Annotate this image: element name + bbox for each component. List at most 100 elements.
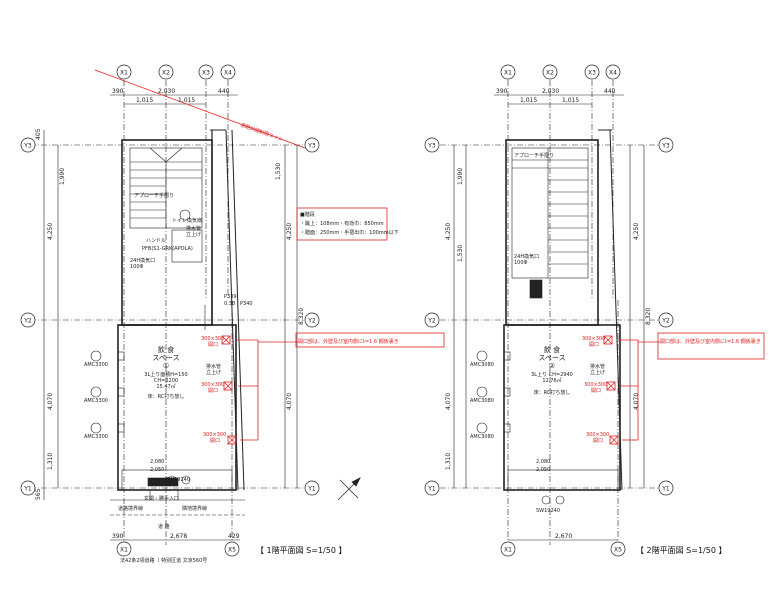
grid-x4-top: X4	[224, 70, 232, 77]
stair-note-1: ・蹴上：108mm・有効巾：850mm	[300, 220, 384, 227]
stair-note-title: ■階段	[300, 211, 315, 218]
room-2-number: ②	[549, 362, 555, 370]
grid-x1-top: X1	[120, 70, 128, 77]
p2-label-vent-size: 100Φ	[514, 260, 528, 266]
p2-dim-top-390: 390	[496, 88, 508, 95]
dim-2050: 2,050	[150, 467, 164, 473]
p2-dim-left-4250: 4,250	[445, 223, 452, 240]
dim-sub-1: 1,015	[136, 97, 153, 104]
plan-2-title: 【 2階平面図 S=1/50 】	[636, 545, 726, 555]
label-vent-size: 100Φ	[130, 264, 144, 270]
p2-dim-right-8320: 8,320	[645, 308, 652, 325]
p2-unit-2: AMC3080	[470, 398, 494, 404]
label-sw: SW19240	[166, 477, 190, 483]
p2-label-sw: SW19240	[536, 508, 560, 514]
p2-dim-2080: 2,080	[536, 459, 550, 465]
p2-unit-1: AMC3080	[470, 362, 494, 368]
grid-x3-top: X3	[202, 70, 210, 77]
room-1-spec-3: 15.47㎡	[156, 383, 175, 390]
label-road: 道 路	[158, 523, 170, 530]
plan-1-title: 【 1階平面図 S=1/50 】	[256, 545, 346, 555]
unit-2: AMC3300	[84, 398, 108, 404]
p2-label-vent: 24H換気口	[514, 253, 539, 260]
dim-right-4250: 4,250	[286, 223, 293, 240]
north-arrow-icon	[337, 477, 361, 501]
dim-top-2030: 2,030	[158, 88, 175, 95]
p2-label-rise: 立上げ	[590, 369, 605, 376]
dim-left-4250: 4,250	[47, 223, 54, 240]
p2-dim-top-2030: 2,030	[542, 88, 559, 95]
grid2-y1-right: Y1	[661, 486, 670, 493]
dim-top-390: 390	[112, 88, 124, 95]
grid-bubbles-plan-1	[20, 64, 320, 557]
label-road-boundary: 道路境界線	[118, 505, 143, 512]
p2-dim-left-4070: 4,070	[445, 393, 452, 410]
dim-sub-2: 1,015	[178, 97, 195, 104]
p2-dim-right-4250: 4,250	[633, 223, 640, 240]
grid-y1-left: Y1	[23, 486, 32, 493]
room-1-spec-2: CH=2200	[154, 378, 178, 384]
label-toilet-fan: トイレ換気扇	[172, 217, 202, 224]
plan-2	[440, 80, 765, 545]
label-pfb: PFB(S1-GRK(APOLA)	[142, 246, 193, 252]
p2-dim-left-1310: 1,310	[445, 453, 452, 470]
p2-unit-3: AMC3080	[470, 434, 494, 440]
grid2-x1-bottom: X1	[504, 547, 512, 554]
opening-3-label: 開口	[210, 438, 220, 444]
label-rise-2: 立上げ	[206, 369, 221, 376]
room-1-number: ①	[163, 362, 169, 370]
label-vent: 24H換気口	[130, 257, 155, 264]
grid2-x3-top: X3	[588, 70, 596, 77]
label-handrail: アプローチ手摺り	[134, 192, 174, 199]
p2-dim-sub-2: 1,015	[562, 97, 579, 104]
p2-dim-right-4070: 4,070	[633, 393, 640, 410]
p2-opening-note: 開口部は、外壁及び室内側にt=1.6 鋼板裏き	[660, 338, 761, 345]
grid-y1-right: Y1	[307, 486, 316, 493]
room-2-spec-2: 12.76㎡	[542, 377, 561, 384]
p2-opening-1-size: 300×300	[582, 336, 605, 342]
grid-y3-right: Y3	[307, 143, 316, 150]
plan-1	[30, 69, 445, 545]
label-lot-boundary: 隣地境界線	[182, 505, 207, 512]
opening-note-1: 開口部は、外壁及び室内側にt=1.6 鋼板裏き	[298, 338, 399, 345]
room-2-floor: 床：RC打ち放し	[534, 389, 571, 396]
dim-right-8320: 8,320	[298, 308, 305, 325]
opening-2-size: 300×300	[201, 382, 224, 388]
dim-left-4070: 4,070	[47, 393, 54, 410]
p2-dim-left-1990: 1,990	[457, 168, 464, 185]
label-entrance: 玄関・勝手入口	[144, 495, 179, 502]
grid2-y3-right: Y3	[661, 143, 670, 150]
p2-label-drain: 排水管	[590, 363, 605, 370]
dim-left-1990: 1,990	[59, 168, 66, 185]
dim-bottom-2678: 2,678	[170, 533, 187, 540]
label-p339: P339	[224, 294, 237, 300]
room-1-name-line1: 飲 食	[158, 345, 174, 354]
room-2-name-line2: スペース	[538, 354, 565, 362]
p2-label-handrail: アプローチ手摺り	[514, 152, 554, 159]
dim-left-565: 565	[35, 488, 42, 500]
dim-bottom-390: 390	[112, 533, 124, 540]
room-1-floor: 床：RC打ち放し	[148, 393, 185, 400]
grid-y2-left: Y2	[23, 318, 32, 325]
opening-3-size: 300×300	[203, 432, 226, 438]
grid-y2-right: Y2	[307, 318, 316, 325]
p2-opening-3-size: 300×300	[586, 432, 609, 438]
grid-x1-bottom: X1	[120, 547, 128, 554]
dim-top-440: 440	[218, 88, 230, 95]
p2-dim-2050: 2,050	[536, 467, 550, 473]
unit-1: AMC3300	[84, 362, 108, 368]
opening-1-label: 開口	[208, 342, 218, 348]
grid2-x2-top: X2	[546, 70, 554, 77]
room-2-spec-1: 3L上り CH=2940	[531, 371, 573, 378]
dim-bottom-429: 429	[228, 533, 240, 540]
p2-dim-left-1530: 1,530	[457, 245, 464, 262]
grid-y3-left: Y3	[23, 143, 32, 150]
grid2-x4-top: X4	[609, 70, 617, 77]
stair-note-2: ・踏面：250mm・手摺出巾：100mm以下	[300, 229, 399, 236]
p2-dim-sub-1: 1,015	[520, 97, 537, 104]
grid2-x5-bottom: X5	[614, 547, 622, 554]
dim-right-1530: 1,530	[275, 163, 282, 180]
label-road-note: 法42条2項道路（ 特別区道 文京560号	[120, 557, 207, 564]
room-1-spec-1: 3L上り面積H=150	[144, 371, 187, 378]
